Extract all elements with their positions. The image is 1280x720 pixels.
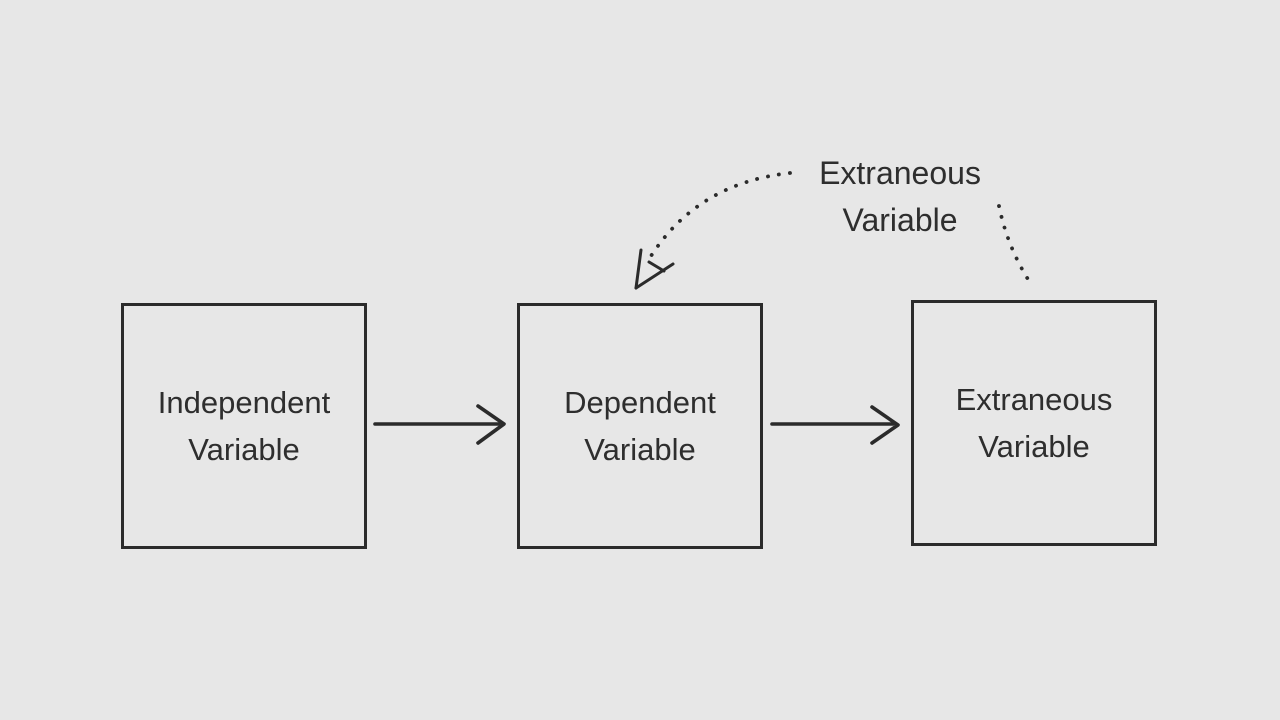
box-extraneous-variable: Extraneous Variable <box>911 300 1157 546</box>
arrow-independent-to-dependent <box>373 404 506 445</box>
box-independent-variable: Independent Variable <box>121 303 367 549</box>
box-label-line: Independent <box>157 385 331 420</box>
float-label-line: Extraneous <box>819 155 981 191</box>
box-label-line: Extraneous <box>955 382 1113 417</box>
box-label-line: Dependent <box>564 385 716 420</box>
extraneous-variable-label: Extraneous Variable <box>750 150 1050 244</box>
box-label-line: Variable <box>978 429 1090 464</box>
box-label-line: Variable <box>188 432 300 467</box>
box-dependent-variable: Dependent Variable <box>517 303 763 549</box>
float-label-line: Variable <box>842 202 958 238</box>
arrow-dependent-to-extraneous <box>770 405 900 445</box>
box-label-line: Variable <box>584 432 696 467</box>
